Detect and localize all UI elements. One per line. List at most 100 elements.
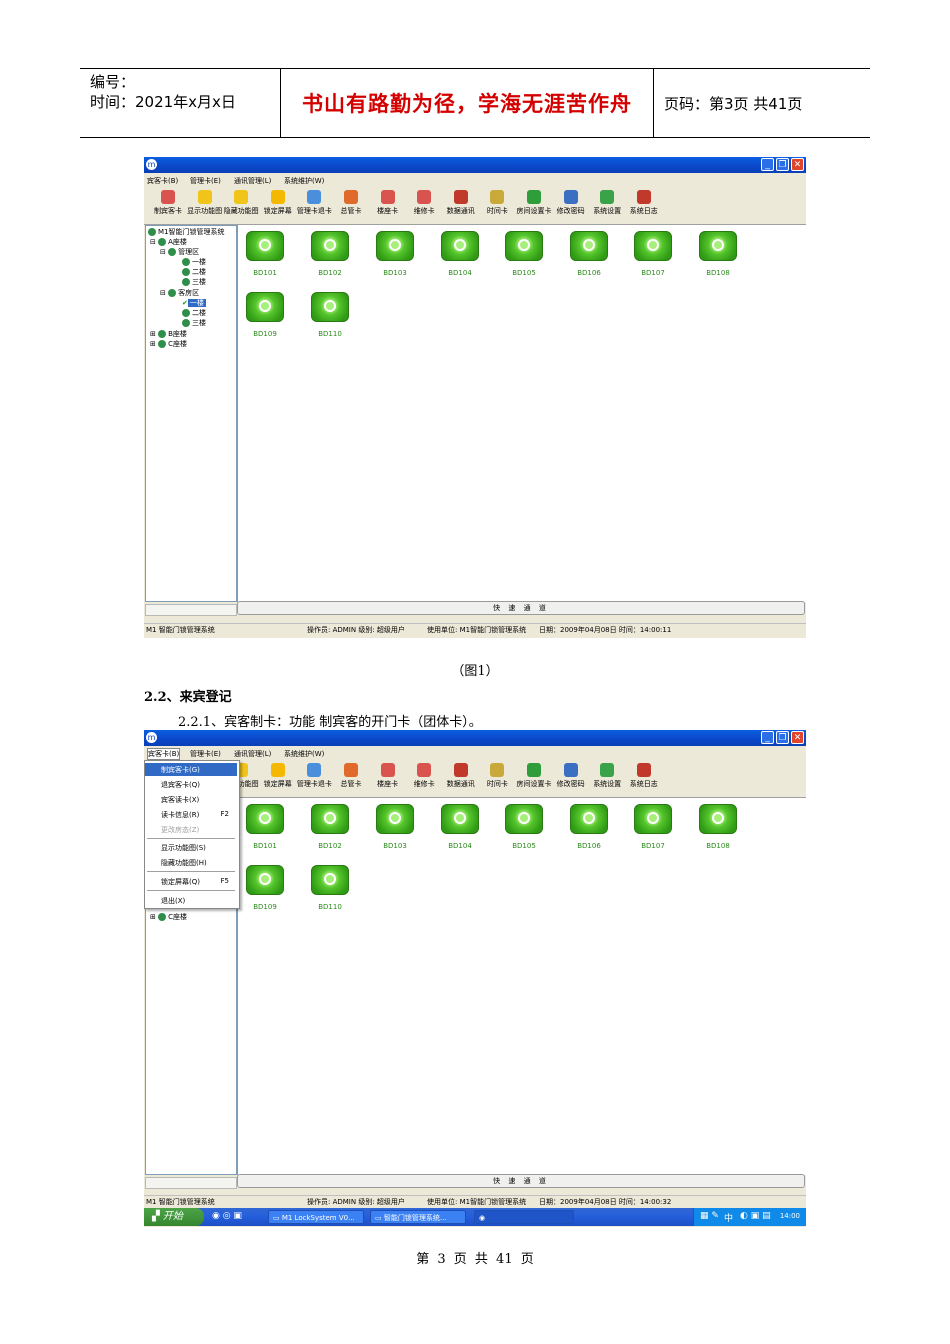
quick-channel-button[interactable]: 快 速 通 道 (237, 601, 805, 615)
toolbar-button[interactable]: 数据通讯 (439, 190, 483, 216)
toolbar-button[interactable]: 显示功能图 (183, 190, 227, 216)
menu-item[interactable]: 管理卡(E) (190, 750, 221, 758)
room-lock[interactable]: BD107 (628, 231, 678, 277)
toolbar-button[interactable]: 维修卡 (402, 190, 446, 216)
room-lock[interactable]: BD109 (240, 865, 290, 911)
menu-item[interactable]: 宾客卡(B) (147, 177, 179, 185)
toolbar-button[interactable]: 系统日志 (622, 763, 666, 789)
room-lock[interactable]: BD104 (435, 804, 485, 850)
toolbar-button[interactable]: 锁定屏幕 (256, 190, 300, 216)
menu-item[interactable]: 宾客卡(B) (147, 748, 181, 760)
room-lock[interactable]: BD106 (564, 231, 614, 277)
tree-building-a[interactable]: ⊟ A座楼 (150, 238, 187, 246)
toolbar-button[interactable]: 楼座卡 (366, 190, 410, 216)
room-lock[interactable]: BD103 (370, 804, 420, 850)
close-icon[interactable]: ✕ (791, 731, 804, 744)
task-locksystem[interactable]: ▭ M1 LockSystem V0... (268, 1210, 364, 1224)
lock-icon (699, 804, 737, 834)
dropdown-item[interactable]: 锁定屏幕(Q)F5 (145, 875, 237, 888)
tree-floor-1[interactable]: 一楼 (182, 257, 206, 267)
toolbar-button[interactable]: 维修卡 (402, 763, 446, 789)
toolbar-button[interactable]: 修改密码 (549, 763, 593, 789)
menu-item[interactable]: 系统维护(W) (284, 750, 325, 758)
restore-icon[interactable]: ❐ (776, 731, 789, 744)
tree-building-b[interactable]: ⊞ B座楼 (150, 330, 187, 338)
tree-building-c[interactable]: ⊞ C座楼 (150, 913, 187, 921)
toolbar-button[interactable]: 管理卡退卡 (292, 763, 336, 789)
room-lock[interactable]: BD108 (693, 231, 743, 277)
toolbar-button[interactable]: 系统设置 (585, 190, 629, 216)
toolbar-button[interactable]: 数据通讯 (439, 763, 483, 789)
room-lock[interactable]: BD102 (305, 231, 355, 277)
quick-channel-button[interactable]: 快 速 通 道 (237, 1174, 805, 1188)
toolbar-button[interactable]: 修改密码 (549, 190, 593, 216)
dropdown-item[interactable]: 退宾客卡(Q) (145, 778, 237, 791)
room-lock[interactable]: BD105 (499, 804, 549, 850)
room-lock[interactable]: BD107 (628, 804, 678, 850)
menu-separator (147, 871, 235, 872)
room-lock[interactable]: BD101 (240, 804, 290, 850)
toolbar-label: 锁定屏幕 (263, 207, 292, 215)
tree-guest-floor-2[interactable]: 二楼 (182, 308, 206, 318)
tree-zone-guest[interactable]: ⊟ 客房区 (160, 289, 200, 297)
menu-item[interactable]: 通讯管理(L) (234, 177, 272, 185)
dropdown-item[interactable]: 隐藏功能图(H) (145, 856, 237, 869)
menu-item[interactable]: 系统维护(W) (284, 177, 325, 185)
quick-launch-icons[interactable]: ◉ ◎ ▣ (212, 1211, 242, 1221)
tree-building-c[interactable]: ⊞ C座楼 (150, 340, 187, 348)
tree-zone-mgmt[interactable]: ⊟ 管理区 (160, 248, 200, 256)
room-lock[interactable]: BD101 (240, 231, 290, 277)
toolbar-icon (527, 190, 541, 204)
task-active[interactable]: ◉ (474, 1210, 574, 1224)
toolbar-button[interactable]: 楼座卡 (366, 763, 410, 789)
toolbar-button[interactable]: 管理卡退卡 (292, 190, 336, 216)
menu-item[interactable]: 管理卡(E) (190, 177, 221, 185)
tree-guest-floor-1[interactable]: ✔一楼 (182, 299, 206, 307)
toolbar-button[interactable]: 系统设置 (585, 763, 629, 789)
room-lock[interactable]: BD108 (693, 804, 743, 850)
toolbar-button[interactable]: 总管卡 (329, 763, 373, 789)
toolbar-button[interactable]: 制宾客卡 (146, 190, 190, 216)
toolbar-button[interactable]: 时间卡 (475, 190, 519, 216)
dropdown-item[interactable]: 制宾客卡(G) (145, 763, 237, 776)
tree-floor-2[interactable]: 二楼 (182, 267, 206, 277)
tree-guest-floor-3[interactable]: 三楼 (182, 318, 206, 328)
toolbar-button[interactable]: 房间设置卡 (512, 763, 556, 789)
tree-scrollbar[interactable] (145, 1177, 237, 1189)
room-lock[interactable]: BD106 (564, 804, 614, 850)
dropdown-item[interactable]: 退出(X) (145, 894, 237, 907)
menu-item[interactable]: 通讯管理(L) (234, 750, 272, 758)
dropdown-item[interactable]: 显示功能图(S) (145, 841, 237, 854)
close-icon[interactable]: ✕ (791, 158, 804, 171)
tree-root[interactable]: M1智能门锁管理系统 (148, 227, 225, 237)
restore-icon[interactable]: ❐ (776, 158, 789, 171)
toolbar-button[interactable]: 锁定屏幕 (256, 763, 300, 789)
room-lock[interactable]: BD104 (435, 231, 485, 277)
toolbar-label: 房间设置卡 (516, 207, 552, 215)
input-method[interactable]: 中 (724, 1214, 734, 1224)
dropdown-item[interactable]: 宾客读卡(X) (145, 793, 237, 806)
toolbar-label: 房间设置卡 (516, 780, 552, 788)
room-lock[interactable]: BD109 (240, 292, 290, 338)
start-button[interactable]: ▞ 开始 (144, 1208, 204, 1226)
volume-icon[interactable]: ◐ ▣ ▤ (740, 1211, 771, 1221)
toolbar-button[interactable]: 系统日志 (622, 190, 666, 216)
room-label: BD101 (253, 269, 277, 277)
tree-scrollbar[interactable] (145, 604, 237, 616)
toolbar-button[interactable]: 隐藏功能图 (219, 190, 263, 216)
room-lock[interactable]: BD105 (499, 231, 549, 277)
toolbar-label: 时间卡 (486, 780, 508, 788)
tray-icons[interactable]: ▦ ✎ (700, 1211, 719, 1221)
task-app[interactable]: ▭ 智能门锁管理系统... (370, 1210, 466, 1224)
room-lock[interactable]: BD103 (370, 231, 420, 277)
room-lock[interactable]: BD110 (305, 865, 355, 911)
toolbar-button[interactable]: 总管卡 (329, 190, 373, 216)
toolbar-button[interactable]: 时间卡 (475, 763, 519, 789)
room-lock[interactable]: BD110 (305, 292, 355, 338)
minimize-icon[interactable]: _ (761, 158, 774, 171)
toolbar-button[interactable]: 房间设置卡 (512, 190, 556, 216)
dropdown-item[interactable]: 读卡信息(R)F2 (145, 808, 237, 821)
tree-floor-3[interactable]: 三楼 (182, 277, 206, 287)
room-lock[interactable]: BD102 (305, 804, 355, 850)
minimize-icon[interactable]: _ (761, 731, 774, 744)
